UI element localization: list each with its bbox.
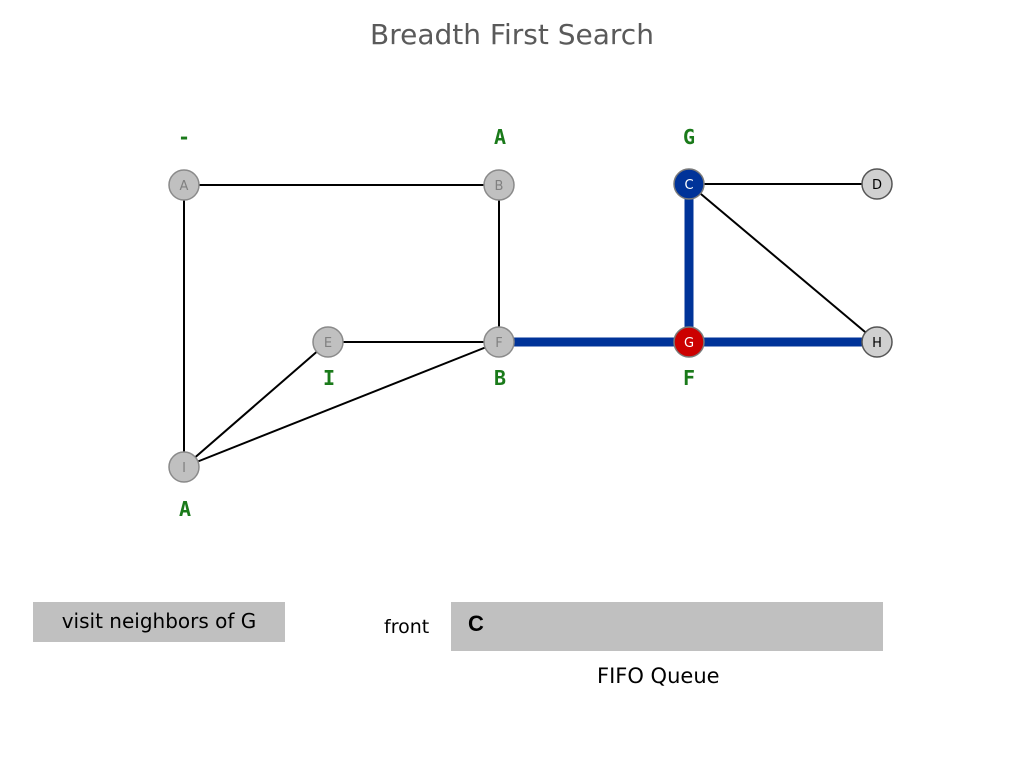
node-circle [861,168,893,200]
edge-f-i [183,341,500,468]
node-circle [861,326,893,358]
node-a: A [168,169,200,201]
node-e: E [312,326,344,358]
node-circle [483,326,515,358]
node-circle [483,169,515,201]
node-b: B [483,169,515,201]
node-label: A [180,179,189,194]
node-label: E [324,336,332,351]
node-c: C [673,168,705,200]
node-label: C [684,178,693,193]
fifo-queue: C [451,602,883,651]
node-label: H [872,336,882,351]
node-label: B [495,179,504,194]
node-circle [168,451,200,483]
edge-e-i [183,341,329,468]
parent-label-b: A [494,125,506,149]
node-label: F [495,336,502,351]
node-d: D [861,168,893,200]
parent-label-g: F [683,366,695,390]
status-text: visit neighbors of G [61,609,257,633]
edges-layer [183,183,878,468]
node-i: I [168,451,200,483]
node-label: D [872,178,882,193]
node-h: H [861,326,893,358]
parent-label-a: - [178,125,190,149]
queue-caption: FIFO Queue [597,664,720,688]
edge-c-h [688,183,878,343]
node-circle [673,168,705,200]
node-f: F [483,326,515,358]
parent-label-e: I [323,366,335,390]
node-g: G [673,326,705,358]
parent-label-f: B [494,366,506,390]
node-label: G [684,336,694,351]
node-label: I [182,461,186,476]
queue-front-label: front [384,616,430,638]
parent-label-i: A [179,497,191,521]
page-title: Breadth First Search [370,18,654,51]
node-circle [312,326,344,358]
node-circle [168,169,200,201]
parent-label-c: G [683,125,695,149]
status-message: visit neighbors of G [33,602,285,642]
node-circle [673,326,705,358]
queue-item: C [468,611,484,636]
